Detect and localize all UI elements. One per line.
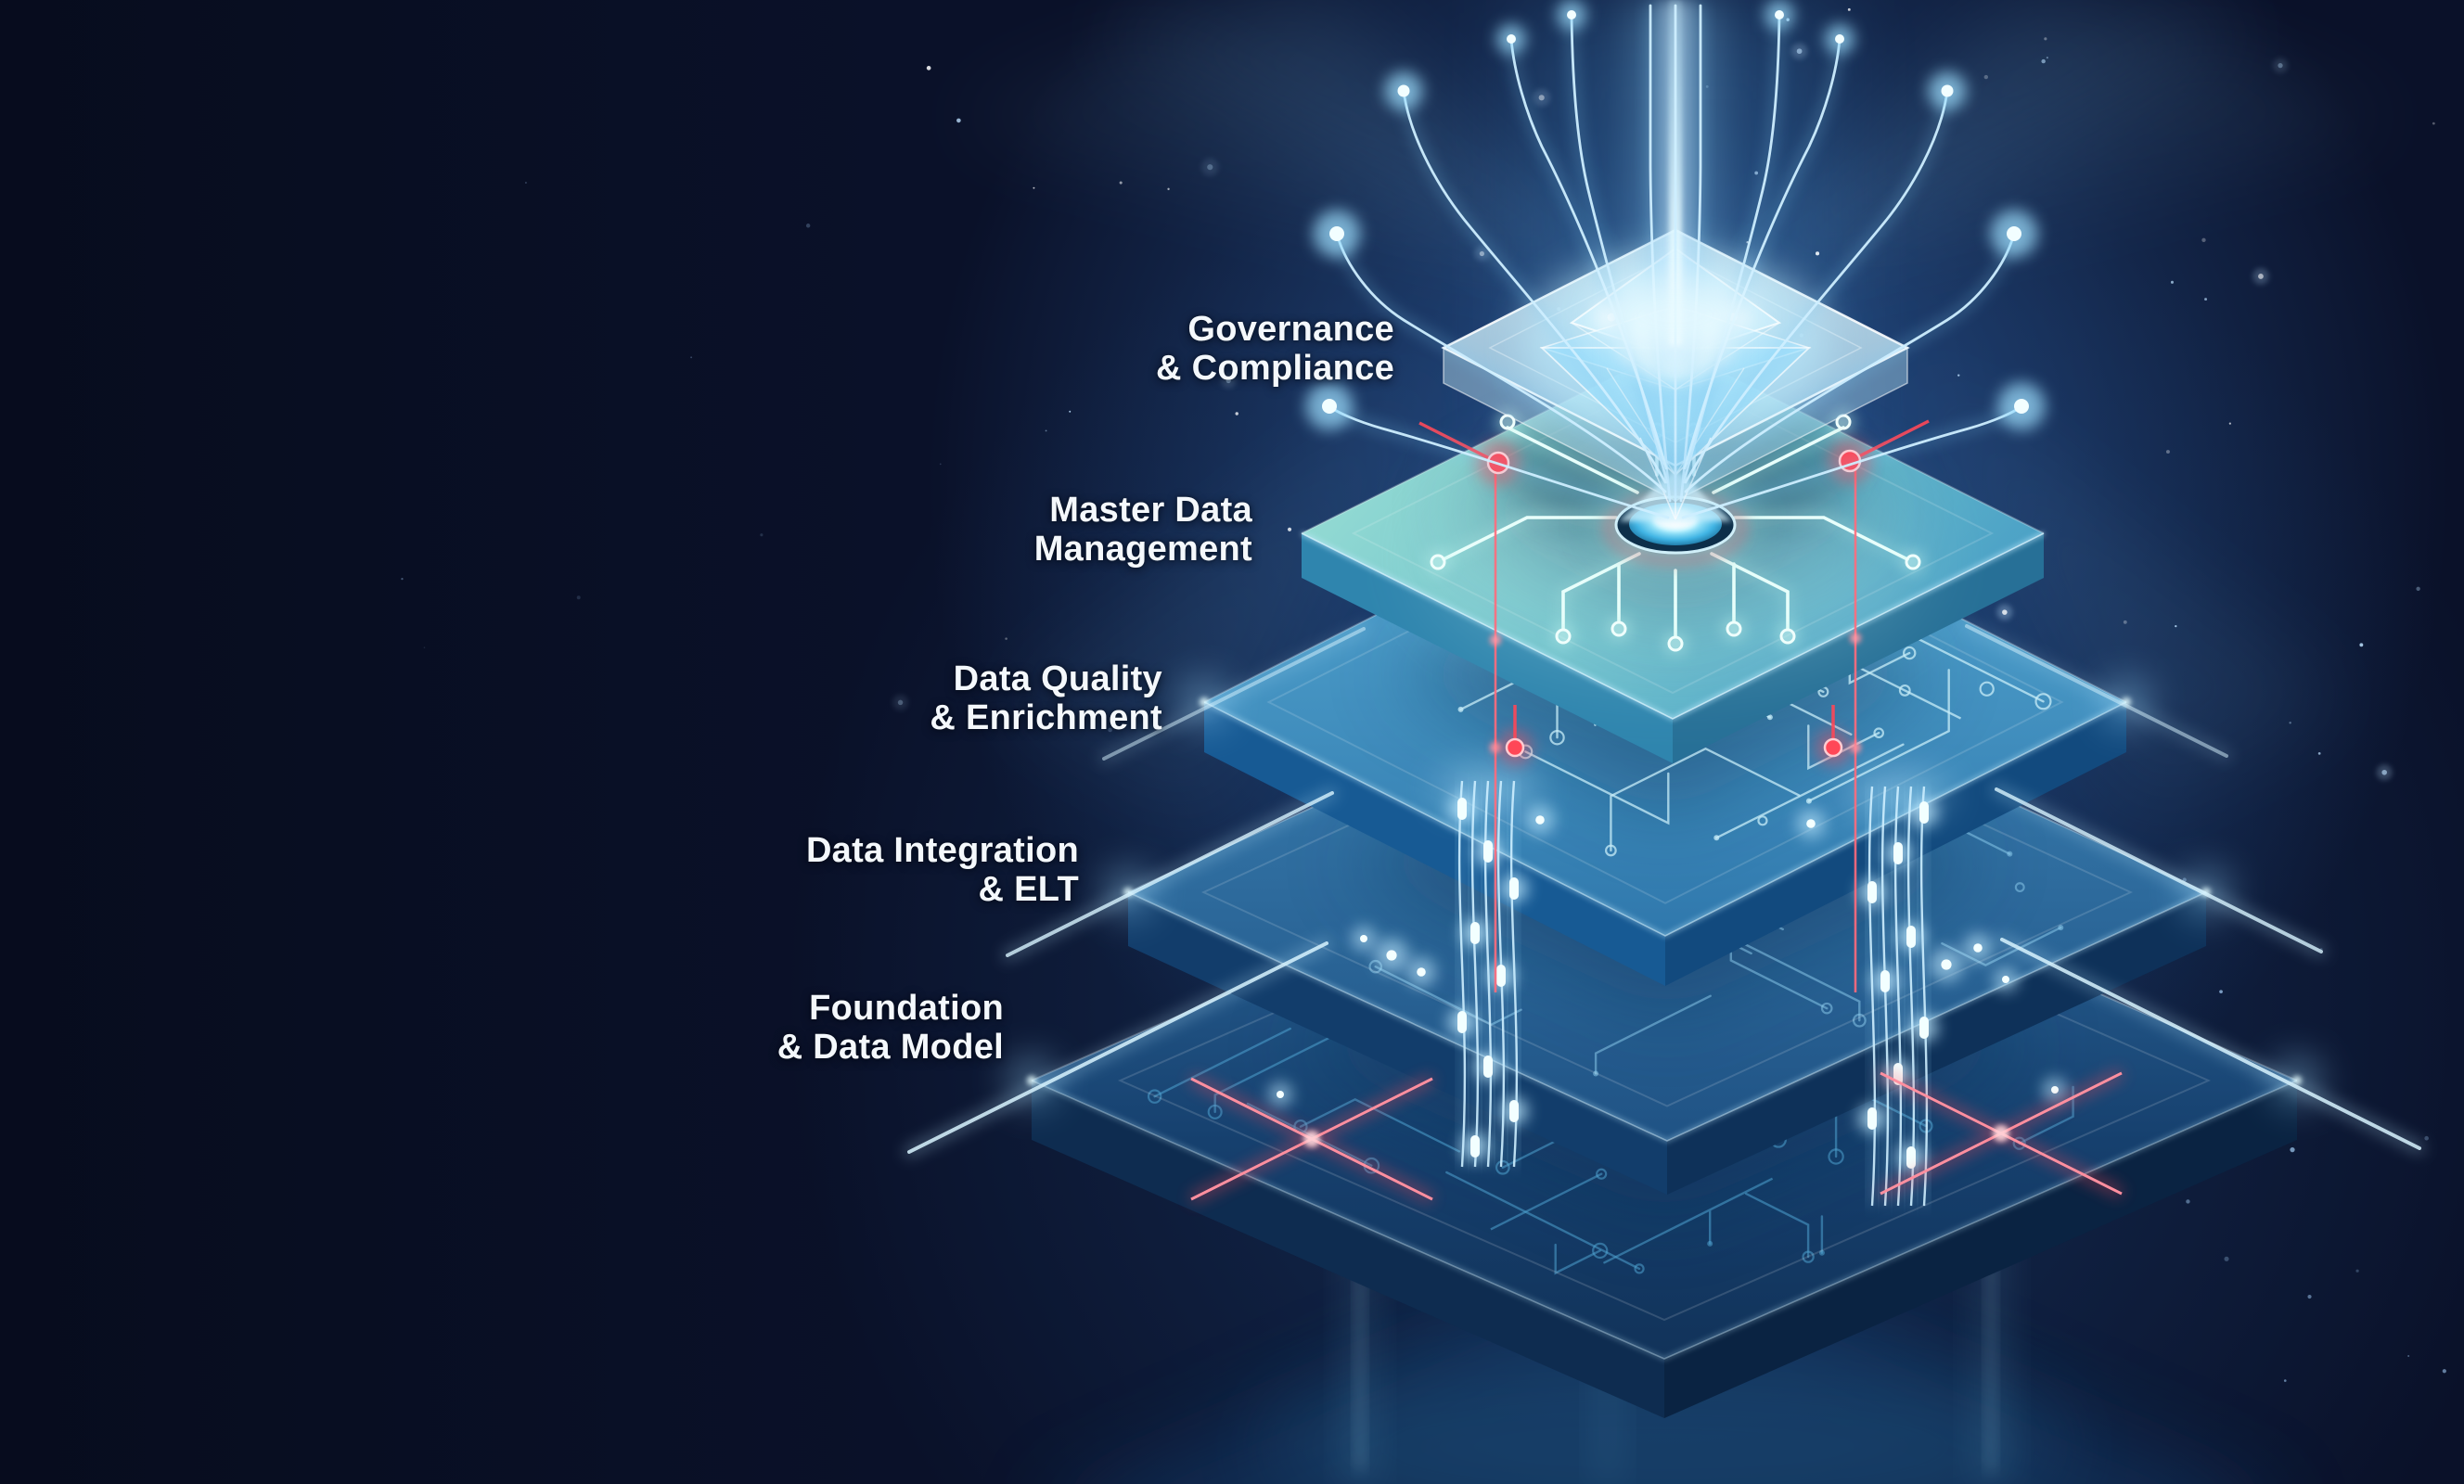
label-line: Master Data (1049, 491, 1252, 530)
layer-label-data-quality-enrichment: Data Quality & Enrichment (930, 659, 1162, 737)
edge-light-streaks (904, 620, 2425, 1158)
label-line: & Enrichment (930, 698, 1162, 737)
light-fans (946, 0, 2403, 816)
top-light-beams (1305, 0, 2046, 521)
label-line: Foundation (809, 989, 1004, 1028)
layer-label-foundation-data-model: Foundation & Data Model (777, 989, 1004, 1067)
layer-label-master-data-management: Master Data Management (1034, 491, 1252, 569)
red-circuit-lines (1188, 419, 2124, 1204)
label-line: & ELT (978, 870, 1079, 909)
label-line: & Data Model (776, 1028, 1004, 1067)
layer-label-governance-compliance: Governance & Compliance (1156, 310, 1394, 388)
label-line: Management (1033, 530, 1252, 569)
label-line: Data Quality (953, 659, 1162, 698)
layer-label-data-integration-elt: Data Integration & ELT (806, 831, 1079, 909)
label-line: Governance (1187, 310, 1394, 349)
label-line: & Compliance (1156, 349, 1394, 388)
label-line: Data Integration (805, 831, 1079, 870)
